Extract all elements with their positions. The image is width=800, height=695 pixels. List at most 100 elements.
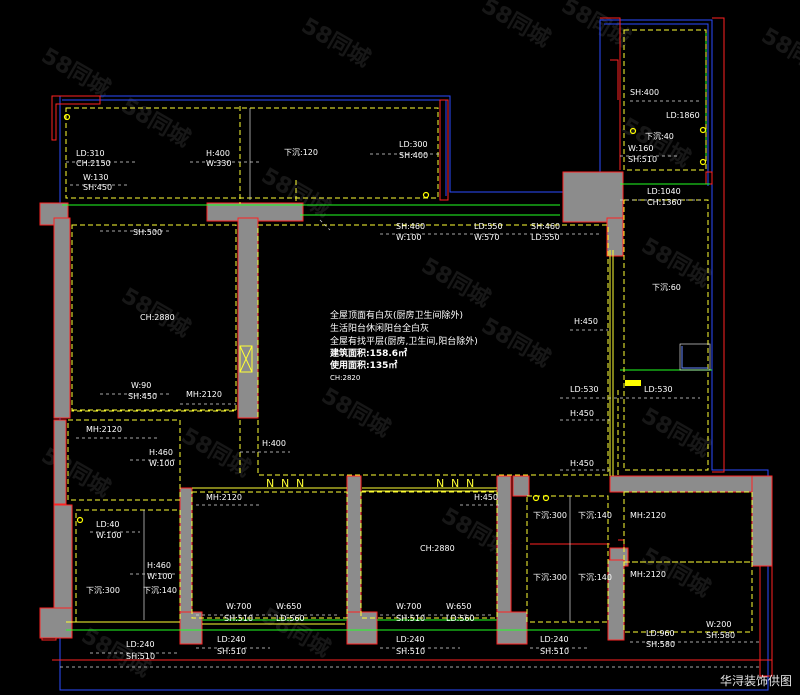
dimension-label-sh460a: SH:460 [396, 222, 425, 231]
dimension-label-w200: W:200 [706, 620, 731, 629]
dimension-label-w570: W:570 [474, 233, 499, 242]
dimension-label-mh2120c: MH:2120 [206, 493, 242, 502]
dimension-label-sh450b: SH:450 [128, 392, 157, 401]
dimension-label-h450b: H:450 [570, 409, 594, 418]
dimension-label-ld240c: LD:240 [396, 635, 425, 644]
brand-credit: 华浔装饰供图 [719, 674, 792, 688]
dimension-label-xc300b: 下沉:300 [533, 573, 567, 582]
dimension-label-w100c: W:100 [96, 531, 121, 540]
dimension-label-h450c: H:450 [570, 459, 594, 468]
green-finish-lines [62, 30, 712, 631]
dimension-label-mh2120a: MH:2120 [186, 390, 222, 399]
dimension-label-sh510c: SH:510 [396, 614, 425, 623]
window-segments [66, 250, 641, 625]
dimension-label-xc120: 下沉:120 [284, 148, 318, 157]
dimension-label-sh400a: SH:400 [399, 151, 428, 160]
note-ceiling-height: CH:2820 [330, 374, 360, 382]
watermark-text: 58同城 [117, 93, 195, 153]
dimension-label-ld40: LD:40 [96, 520, 120, 529]
dimension-label-w130: W:130 [83, 173, 108, 182]
watermark-text: 58同城 [757, 23, 800, 83]
dimension-label-sh510b: SH:510 [224, 614, 253, 623]
dimension-label-w90: W:90 [131, 381, 151, 390]
dimension-label-ld550a: LD:550 [474, 222, 503, 231]
door-marker: N [451, 477, 459, 490]
dimension-label-xc300a: 下沉:300 [533, 511, 567, 520]
dimension-label-ld560a: LD:560 [276, 614, 305, 623]
dimension-label-ld1040: LD:1040 [647, 187, 681, 196]
dimension-label-mh2120e: MH:2120 [630, 570, 666, 579]
dimension-lines [60, 100, 760, 668]
dimension-label-w100b: W:100 [149, 459, 174, 468]
dimension-label-sh450a: SH:450 [83, 183, 112, 192]
watermark-text: 58同城 [37, 43, 115, 103]
dimension-label-xc300c: 下沉:300 [86, 586, 120, 595]
dimension-label-w100d: W:100 [147, 572, 172, 581]
dimension-label-sh580b: SH:580 [646, 640, 675, 649]
dimension-labels: LD:310CH:2150W:130SH:450H:400W:330下沉:120… [76, 88, 735, 661]
dimension-label-h450a: H:450 [574, 317, 598, 326]
dimension-label-ch2880a: CH:2880 [140, 313, 175, 322]
dimension-label-sh510d: SH:510 [126, 652, 155, 661]
dimension-label-ld530b: LD:530 [644, 385, 673, 394]
dimension-label-ld240b: LD:240 [217, 635, 246, 644]
dimension-label-xc140a: 下沉:140 [578, 511, 612, 520]
watermark-text: 58同城 [557, 0, 635, 53]
watermark-text: 58同城 [477, 0, 555, 53]
watermark-text: 58同城 [177, 423, 255, 483]
dimension-label-h460b: H:460 [147, 561, 171, 570]
dimension-label-ld240d: LD:240 [540, 635, 569, 644]
dimension-label-mh2120b: MH:2120 [86, 425, 122, 434]
dimension-label-h400a: H:400 [206, 149, 230, 158]
dimension-label-sh580a: SH:580 [706, 631, 735, 640]
dimension-label-w700b: W:700 [396, 602, 421, 611]
dimension-label-sh510a: SH:510 [628, 155, 657, 164]
dimension-label-ld530a: LD:530 [570, 385, 599, 394]
fixture-bar [679, 343, 711, 371]
structural-walls [39, 171, 773, 645]
door-marker: N [466, 477, 474, 490]
dimension-label-h460a: H:460 [149, 448, 173, 457]
dimension-label-ld300: LD:300 [399, 140, 428, 149]
dimension-label-w650a: W:650 [276, 602, 301, 611]
dimension-label-h400b: H:400 [262, 439, 286, 448]
dimension-label-ld550b: LD:550 [531, 233, 560, 242]
dimension-label-w100a: W:100 [396, 233, 421, 242]
dimension-label-ld960: LD:960 [646, 629, 675, 638]
watermark-text: 58同城 [37, 443, 115, 503]
dimension-label-ld310: LD:310 [76, 149, 105, 158]
note-line: 生活阳台休闲阳台全白灰 [330, 322, 429, 334]
dimension-label-h450d: H:450 [474, 493, 498, 502]
dimension-label-ld1860: LD:1860 [666, 111, 700, 120]
note-area-gross: 建筑面积:158.6㎡ [330, 347, 407, 359]
watermark-text: 58同城 [317, 383, 395, 443]
note-line: 全屋有找平层(厨房,卫生间,阳台除外) [330, 335, 478, 347]
watermark-text: 58同城 [637, 403, 715, 463]
dimension-label-sh510e: SH:510 [217, 647, 246, 656]
watermark-text: 58同城 [257, 603, 335, 663]
dimension-label-ld560b: LD:560 [446, 614, 475, 623]
watermark-text: 58同城 [417, 253, 495, 313]
door-marker: N [266, 477, 274, 490]
dimension-label-sh500: SH:500 [133, 228, 162, 237]
dimension-label-xc60: 下沉:60 [652, 283, 681, 292]
door-marker: N [436, 477, 444, 490]
note-line: 全屋顶面有白灰(厨房卫生间除外) [330, 309, 463, 321]
watermark-text: 58同城 [297, 13, 375, 73]
dimension-label-ch2150: CH:2150 [76, 159, 111, 168]
dimension-label-w700a: W:700 [226, 602, 251, 611]
dimension-label-ch2880b: CH:2880 [420, 544, 455, 553]
watermark-text: 58同城 [477, 313, 555, 373]
dimension-label-mh2120d: MH:2120 [630, 511, 666, 520]
door-marker: N [281, 477, 289, 490]
note-area-usable: 使用面积:135㎡ [329, 359, 397, 371]
dimension-label-w330: W:330 [206, 159, 231, 168]
notes-block: 全屋顶面有白灰(厨房卫生间除外) 生活阳台休闲阳台全白灰 全屋有找平层(厨房,卫… [329, 309, 478, 382]
dimension-label-sh460b: SH:460 [531, 222, 560, 231]
door-markers: N N N N N N [266, 477, 474, 490]
dimension-label-xc40: 下沉:40 [645, 132, 674, 141]
door-marker: N [296, 477, 304, 490]
dimension-label-xc140c: 下沉:140 [143, 586, 177, 595]
light-markers [63, 113, 707, 524]
